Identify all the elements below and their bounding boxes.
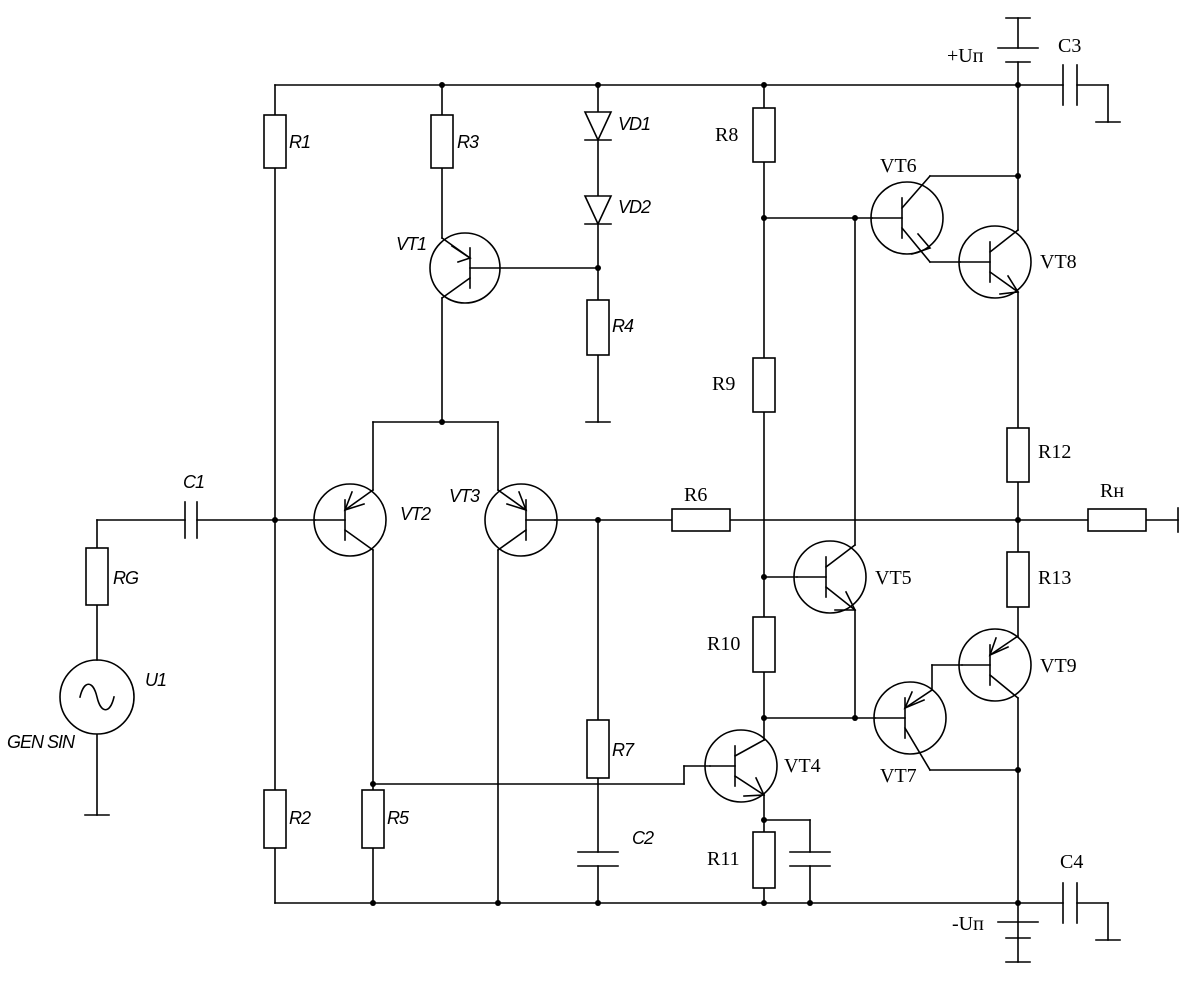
label-u1: U1	[145, 670, 166, 690]
capacitor-c2	[577, 851, 619, 867]
resistor-r6	[671, 508, 731, 532]
capacitor-c3	[1062, 64, 1078, 106]
label-r4: R4	[612, 316, 634, 336]
label-vt7: VT7	[880, 765, 917, 787]
resistor-r9	[752, 357, 776, 413]
label-vd1: VD1	[618, 114, 650, 134]
label-vt8: VT8	[1040, 251, 1077, 273]
diode-vd2	[583, 195, 613, 226]
wires	[84, 17, 1179, 963]
transistor-vt8	[958, 225, 1032, 299]
diode-vd1	[583, 111, 613, 142]
label-r2: R2	[289, 808, 311, 828]
label-r11: R11	[707, 848, 740, 870]
transistor-vt7	[873, 681, 947, 772]
capacitor-r11-bypass	[789, 851, 831, 867]
battery-negative	[997, 921, 1039, 939]
transistor-vt9	[958, 628, 1032, 702]
resistor-r1	[263, 114, 287, 169]
label-c4: C4	[1060, 851, 1083, 873]
label-gen-sin: GEN SIN	[7, 732, 76, 752]
label-vt6: VT6	[880, 155, 917, 177]
resistor-rn	[1087, 508, 1147, 532]
label-vt5: VT5	[875, 567, 912, 589]
label-supply-negative: -Uп	[952, 913, 984, 935]
transistors	[313, 174, 1032, 803]
transistor-vt3	[484, 483, 558, 557]
resistors	[85, 107, 1147, 889]
label-r10: R10	[707, 633, 740, 655]
resistor-r4	[586, 299, 610, 356]
resistor-r8	[752, 107, 776, 163]
transistor-vt1	[429, 232, 501, 304]
label-rn: Rн	[1100, 480, 1124, 502]
transistor-vt2	[313, 483, 387, 557]
label-c1: C1	[183, 472, 204, 492]
sine-generator-u1	[59, 659, 135, 735]
capacitor-c4	[1062, 882, 1078, 924]
resistor-r11	[752, 831, 776, 889]
label-r8: R8	[715, 124, 738, 146]
label-c2: C2	[632, 828, 654, 848]
label-r6: R6	[684, 484, 707, 506]
label-vd2: VD2	[618, 197, 651, 217]
diodes	[583, 111, 613, 226]
resistor-r13	[1006, 551, 1030, 608]
label-vt9: VT9	[1040, 655, 1077, 677]
label-r1: R1	[289, 132, 310, 152]
label-r3: R3	[457, 132, 479, 152]
resistor-r2	[263, 789, 287, 849]
resistor-rg	[85, 547, 109, 606]
label-vt2: VT2	[400, 504, 431, 524]
label-r7: R7	[612, 740, 635, 760]
transistor-vt6	[870, 174, 944, 264]
label-r13: R13	[1038, 567, 1071, 589]
resistor-r10	[752, 616, 776, 673]
label-r5: R5	[387, 808, 410, 828]
component-labels: R1 R2 R3 R4 R5 R6 R7 R8 R9 R10 R11 R12 R…	[7, 35, 1124, 935]
resistor-r7	[586, 719, 610, 779]
capacitors	[184, 47, 1078, 939]
battery-positive	[997, 47, 1039, 63]
label-r9: R9	[712, 373, 735, 395]
label-rg: RG	[113, 568, 139, 588]
label-vt1: VT1	[396, 234, 426, 254]
resistor-r3	[430, 114, 454, 169]
transistor-vt4	[704, 729, 778, 803]
resistor-r12	[1006, 427, 1030, 483]
transistor-vt5	[793, 540, 867, 614]
label-vt4: VT4	[784, 755, 821, 777]
label-vt3: VT3	[449, 486, 480, 506]
junction-dots	[272, 82, 1021, 906]
label-r12: R12	[1038, 441, 1071, 463]
label-c3: C3	[1058, 35, 1081, 57]
resistor-r5	[361, 789, 385, 849]
capacitor-c1	[184, 501, 198, 539]
label-supply-positive: +Uп	[947, 45, 984, 67]
